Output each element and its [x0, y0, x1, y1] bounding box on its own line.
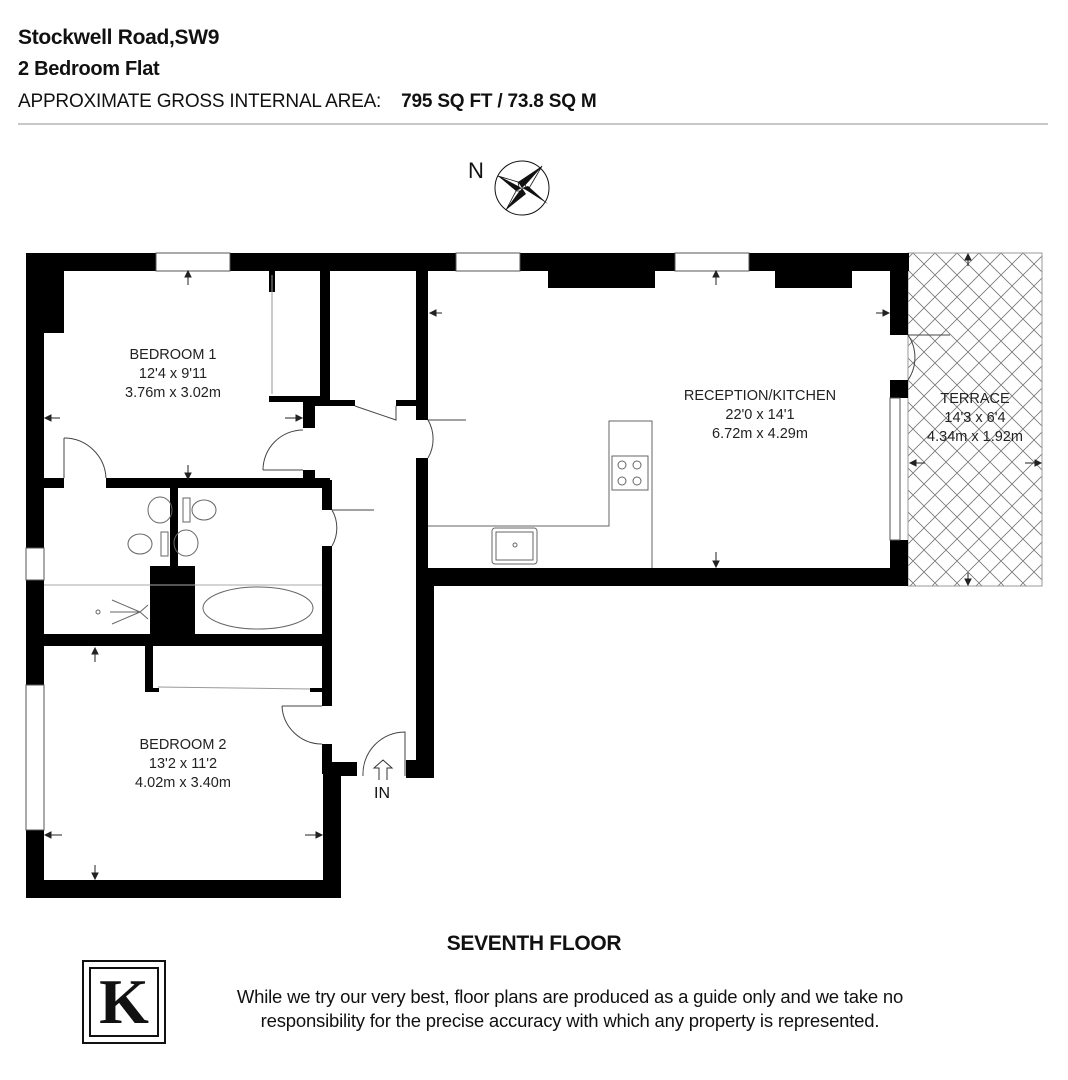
sanitary-fixtures [44, 275, 322, 690]
room-name: TERRACE [940, 391, 1010, 407]
room-imperial: 14'3 x 6'4 [944, 410, 1006, 426]
area-value: 795 SQ FT / 73.8 SQ M [401, 91, 597, 112]
disclaimer-line-1: While we try our very best, floor plans … [236, 986, 904, 1007]
page-subtitle: 2 Bedroom Flat [18, 58, 160, 80]
terrace-area [907, 252, 1043, 587]
floor-plan [25, 252, 1043, 898]
room-name: BEDROOM 2 [139, 737, 227, 753]
walls [26, 253, 909, 898]
room-reception-kitchen: RECEPTION/KITCHEN 22'0 x 14'1 6.72m x 4.… [650, 387, 870, 444]
room-metric: 4.34m x 1.92m [927, 429, 1023, 445]
room-imperial: 12'4 x 9'11 [138, 366, 208, 382]
doors [63, 334, 950, 777]
room-name: RECEPTION/KITCHEN [683, 388, 837, 404]
page-title: Stockwell Road,SW9 [18, 26, 220, 49]
agency-logo: K [82, 960, 166, 1044]
disclaimer: While we try our very best, floor plans … [170, 985, 970, 1033]
floor-label: SEVENTH FLOOR [446, 932, 622, 955]
room-metric: 4.02m x 3.40m [135, 775, 231, 791]
room-name: BEDROOM 1 [129, 347, 217, 363]
entrance-arrow-icon [372, 759, 394, 780]
header-divider [18, 123, 1048, 125]
room-imperial: 22'0 x 14'1 [725, 407, 795, 423]
room-bedroom-1: BEDROOM 1 12'4 x 9'11 3.76m x 3.02m [98, 346, 248, 403]
disclaimer-line-2: responsibility for the precise accuracy … [260, 1010, 880, 1031]
north-label: N [468, 158, 484, 183]
room-terrace: TERRACE 14'3 x 6'4 4.34m x 1.92m [910, 390, 1040, 447]
logo-letter: K [89, 967, 159, 1037]
room-imperial: 13'2 x 11'2 [148, 756, 218, 772]
entrance-label: IN [374, 785, 390, 802]
area-line: APPROXIMATE GROSS INTERNAL AREA: 795 SQ F… [18, 91, 597, 113]
compass-rose-icon [494, 160, 550, 216]
room-metric: 6.72m x 4.29m [712, 426, 808, 442]
room-bedroom-2: BEDROOM 2 13'2 x 11'2 4.02m x 3.40m [108, 736, 258, 793]
room-metric: 3.76m x 3.02m [125, 385, 221, 401]
windows [25, 252, 901, 831]
kitchen-counter [428, 420, 653, 568]
area-label: APPROXIMATE GROSS INTERNAL AREA: [18, 91, 382, 112]
dimension-arrows [43, 252, 1043, 881]
